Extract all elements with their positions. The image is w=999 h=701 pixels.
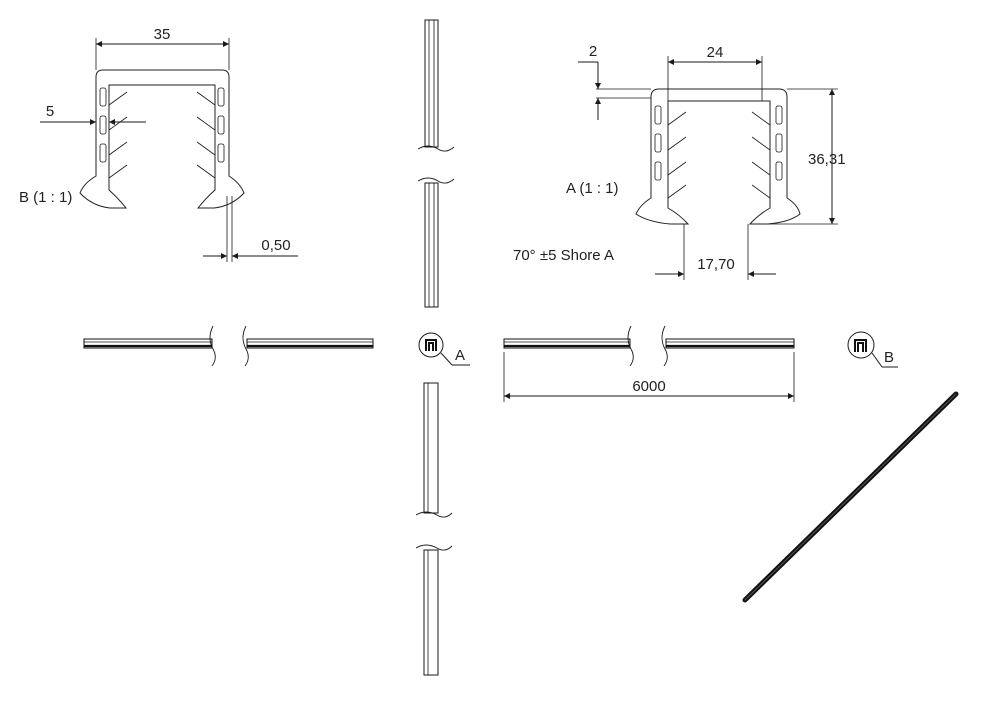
hardness-note: 70° ±5 Shore A [513, 247, 614, 264]
dim-length-text: 6000 [632, 378, 665, 395]
callout-a: A [418, 332, 470, 366]
dim-a-inner-text: 24 [707, 44, 724, 61]
dim-a-opening-text: 17,70 [697, 256, 735, 273]
profile-section-icon [854, 339, 867, 352]
horizontal-profile-right [503, 325, 795, 367]
detail-a-label: A (1 : 1) [566, 180, 619, 197]
profile-section-icon [425, 339, 437, 351]
detail-b-label: B (1 : 1) [19, 189, 72, 206]
detail-a-profile [635, 88, 801, 225]
dim-a-opening: 17,70 [655, 224, 776, 280]
detail-b-profile [79, 69, 245, 209]
dim-b-width-text: 35 [154, 26, 171, 43]
dim-a-top-text: 2 [589, 43, 597, 60]
dim-a-inner: 24 [667, 44, 763, 101]
dim-b-width: 35 [95, 26, 230, 70]
dim-b-tip: 0,50 [203, 196, 298, 262]
vertical-profile-top [417, 19, 455, 308]
callout-b: B [847, 331, 898, 368]
dim-a-height: 36,31 [768, 88, 846, 225]
callout-b-letter: B [884, 349, 894, 366]
dim-b-wall-text: 5 [46, 103, 54, 120]
horizontal-profile-left [83, 325, 374, 367]
dim-b-tip-text: 0,50 [261, 237, 290, 254]
isometric-profile [742, 391, 959, 603]
dim-a-top: 2 [578, 43, 651, 120]
dim-length: 6000 [503, 352, 795, 402]
dim-a-height-text: 36,31 [808, 151, 846, 168]
dim-b-wall: 5 [40, 103, 146, 125]
vertical-profile-bottom [415, 382, 453, 676]
callout-a-letter: A [455, 347, 465, 364]
